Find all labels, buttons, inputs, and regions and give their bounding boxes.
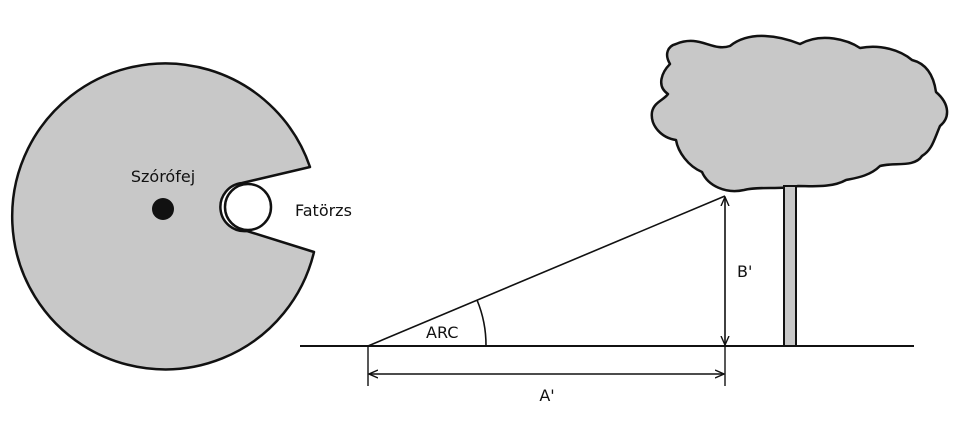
tree-canopy bbox=[650, 34, 949, 193]
horizontal-distance-label: A' bbox=[539, 386, 554, 405]
vertical-height-label: B' bbox=[737, 262, 752, 281]
side-view: ARC B' A' bbox=[300, 34, 949, 405]
sprinkler-coverage-top-view: Szórófej Fatörzs bbox=[10, 62, 352, 371]
tree-trunk-label: Fatörzs bbox=[295, 201, 352, 220]
tree-trunk-circle bbox=[223, 182, 273, 232]
angle-arc bbox=[476, 299, 487, 347]
angle-label: ARC bbox=[426, 323, 458, 342]
sprinkler-head-dot bbox=[152, 198, 174, 220]
trajectory-line bbox=[367, 195, 726, 347]
tree-trunk-side bbox=[783, 185, 797, 347]
sprinkler-head-label: Szórófej bbox=[131, 167, 195, 186]
